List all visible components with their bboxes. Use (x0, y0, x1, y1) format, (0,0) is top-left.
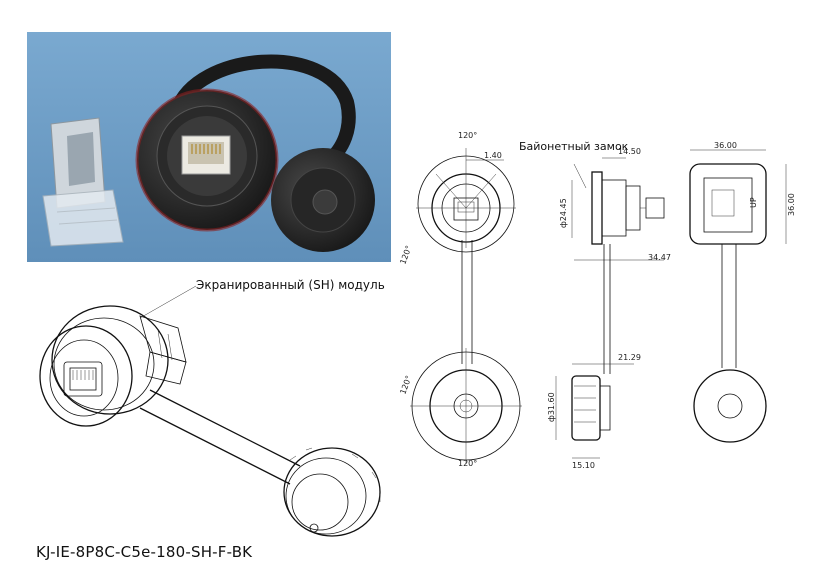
front-view-connector (416, 148, 516, 253)
svg-text:UP: UP (749, 197, 758, 208)
dust-cap-photo (271, 148, 375, 252)
model-number: KJ-IE-8P8C-C5e-180-SH-F-BK (36, 543, 253, 561)
svg-text:ф31.60: ф31.60 (547, 392, 556, 422)
side-view-connector (571, 157, 665, 261)
svg-text:120°: 120° (398, 374, 413, 395)
isometric-drawing (39, 285, 381, 537)
technical-drawings: 120° 120° 120° 120° 1.40 14.50 ф24.45 34… (398, 131, 796, 470)
shield-module-photo (42, 117, 124, 247)
svg-text:ф24.45: ф24.45 (559, 198, 568, 228)
svg-text:120°: 120° (398, 244, 413, 265)
svg-text:120°: 120° (458, 131, 477, 140)
svg-text:36.00: 36.00 (714, 141, 737, 150)
connector-body-drawing (39, 305, 187, 427)
svg-text:21.29: 21.29 (618, 353, 641, 362)
strap-drawing (139, 389, 301, 485)
bayonet-lock-label: Байонетный замок (519, 140, 629, 153)
svg-text:120°: 120° (458, 459, 477, 468)
side-view-cap (555, 363, 634, 459)
cap-drawing (283, 447, 381, 537)
back-view (689, 149, 787, 443)
shielded-module-label: Экранированный (SH) модуль (196, 278, 385, 292)
svg-text:1.40: 1.40 (484, 151, 502, 160)
svg-text:14.50: 14.50 (618, 147, 641, 156)
svg-text:36.00: 36.00 (787, 193, 796, 216)
connector-photo (135, 88, 279, 232)
product-photo (27, 32, 391, 262)
front-view-cap (410, 348, 522, 464)
svg-text:15.10: 15.10 (572, 461, 595, 470)
svg-text:34.47: 34.47 (648, 253, 671, 262)
